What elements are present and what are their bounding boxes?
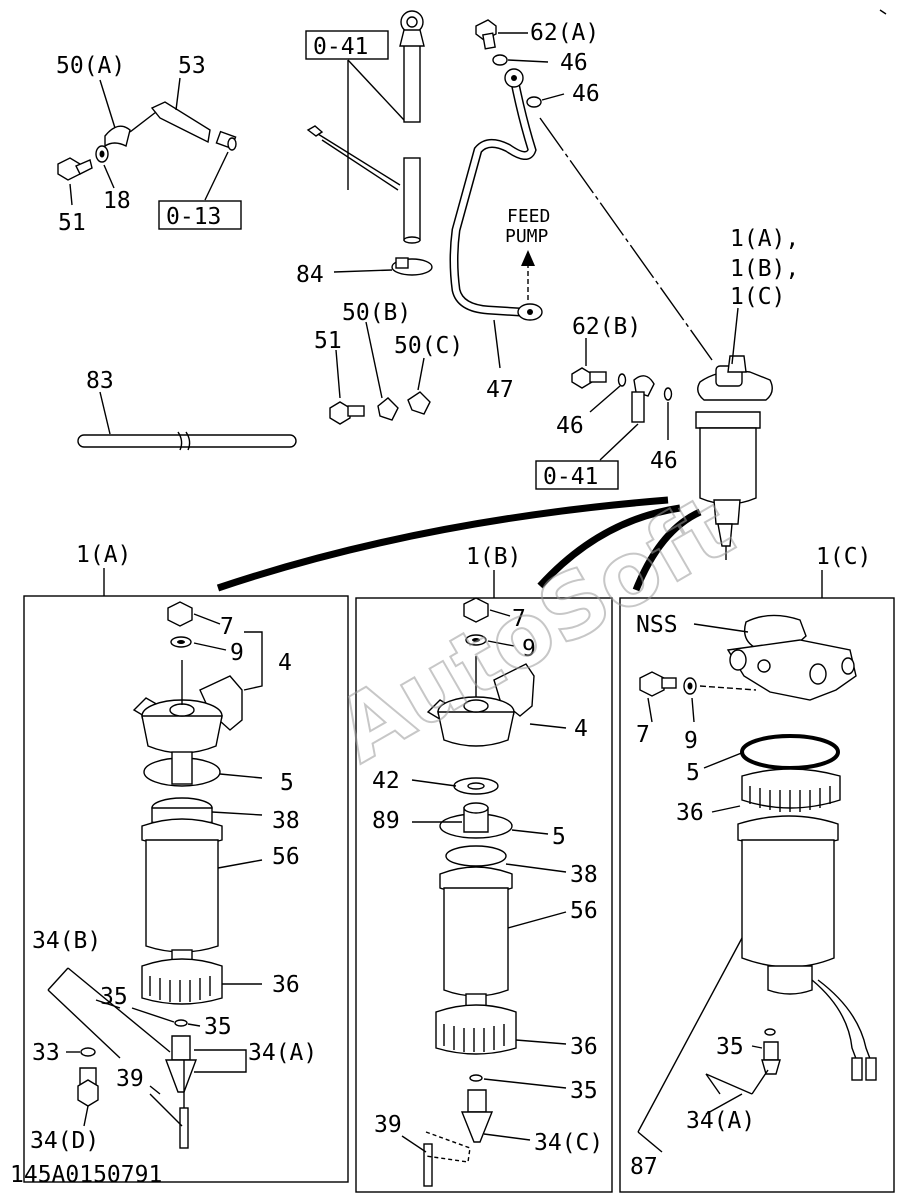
- panel-a-34d: 34(D): [30, 1128, 99, 1154]
- panel-c-35: 35: [716, 1034, 744, 1060]
- eye-bolt-62a: [475, 19, 542, 108]
- callout-47: 47: [486, 377, 514, 403]
- panel-a-leaders: [47, 613, 263, 1127]
- pipe-leaders: [493, 32, 713, 369]
- panel-a-36: 36: [272, 972, 300, 998]
- panel-c-title: 1(C): [816, 544, 871, 570]
- panel-c-leaders: [637, 623, 769, 1153]
- bracket-leaders: [69, 77, 229, 206]
- panel-a-4: 4: [278, 650, 292, 676]
- callout-46a: 46: [560, 50, 588, 76]
- panel-b-42: 42: [372, 768, 400, 794]
- ref-box-041-top: [305, 30, 389, 60]
- panel-a-56: 56: [272, 844, 300, 870]
- panel-a-5: 5: [280, 770, 294, 796]
- panel-b-9: 9: [522, 636, 536, 662]
- panel-a-7: 7: [220, 614, 234, 640]
- panel-a-38: 38: [272, 808, 300, 834]
- panel-a-35b: 35: [204, 1014, 232, 1040]
- callout-83: 83: [86, 368, 114, 394]
- callout-51b: 51: [314, 328, 342, 354]
- ref-041-top: 0-41: [313, 34, 368, 60]
- callout-62b: 62(B): [572, 314, 641, 340]
- bracket-assembly: [57, 101, 237, 181]
- panel-b-5: 5: [552, 824, 566, 850]
- panel-a-39: 39: [116, 1066, 144, 1092]
- panel-b: [355, 597, 613, 1193]
- panel-c: [619, 597, 895, 1193]
- panel-a-35a: 35: [100, 984, 128, 1010]
- ref-box-041-mid: [535, 460, 619, 490]
- hose-vertical: [399, 10, 425, 244]
- feed-label-2: PUMP: [505, 226, 549, 247]
- panel-b-7: 7: [512, 606, 526, 632]
- panel-b-leaders: [401, 609, 567, 1163]
- ref-box-013: [158, 200, 242, 230]
- fuel-filter-assembly: [695, 307, 773, 560]
- panel-b-38: 38: [570, 862, 598, 888]
- panel-link-curves: [216, 496, 702, 592]
- callout-1b: 1(B),: [730, 256, 799, 282]
- panel-c-5: 5: [686, 760, 700, 786]
- panel-a-title: 1(A): [76, 542, 131, 568]
- panel-b-title: 1(B): [466, 544, 521, 570]
- callout-62a: 62(A): [530, 20, 599, 46]
- callout-50a: 50(A): [56, 53, 125, 79]
- callout-46b: 46: [572, 81, 600, 107]
- callout-46d: 46: [650, 448, 678, 474]
- panel-c-parts: [639, 614, 877, 1081]
- panel-a-34b: 34(B): [32, 928, 101, 954]
- panel-c-7: 7: [636, 722, 650, 748]
- panel-b-34c: 34(C): [534, 1130, 603, 1156]
- corner-mark: [879, 9, 887, 15]
- hose-clamp-84: [333, 257, 433, 276]
- ref-041-leaders: [347, 59, 405, 190]
- callout-46c: 46: [556, 413, 584, 439]
- panel-a-34a: 34(A): [248, 1040, 317, 1066]
- callout-1a: 1(A),: [730, 226, 799, 252]
- callout-51: 51: [58, 210, 86, 236]
- panel-a-33: 33: [32, 1040, 60, 1066]
- ref-013: 0-13: [166, 204, 221, 230]
- panel-c-9: 9: [684, 728, 698, 754]
- bolt-62b-group: [571, 338, 673, 461]
- panel-a-parts: [77, 601, 243, 1149]
- diagram-code: 145A0150791: [10, 1162, 162, 1188]
- callout-53: 53: [178, 53, 206, 79]
- feed-pump-arrow: [521, 250, 535, 300]
- panel-a-9: 9: [230, 640, 244, 666]
- callout-18: 18: [103, 188, 131, 214]
- wire-harness: [306, 125, 401, 191]
- panel-c-36: 36: [676, 800, 704, 826]
- panel-c-nss: NSS: [636, 612, 678, 638]
- panel-c-34a: 34(A): [686, 1108, 755, 1134]
- panel-b-56: 56: [570, 898, 598, 924]
- panel-b-parts: [423, 597, 535, 1187]
- feed-label-1: FEED: [507, 206, 550, 227]
- callout-50b: 50(B): [342, 300, 411, 326]
- feed-pipe: [449, 68, 543, 321]
- panel-b-39: 39: [374, 1112, 402, 1138]
- callout-84: 84: [296, 262, 324, 288]
- panel-c-87: 87: [630, 1154, 658, 1180]
- panel-b-89: 89: [372, 808, 400, 834]
- clips-50bc: [329, 321, 431, 425]
- callout-1c: 1(C): [730, 284, 785, 310]
- panel-b-35: 35: [570, 1078, 598, 1104]
- panel-b-4: 4: [574, 716, 588, 742]
- ref-041-mid: 0-41: [543, 464, 598, 490]
- callout-50c: 50(C): [394, 333, 463, 359]
- tube-83: [77, 391, 297, 451]
- panel-a: [23, 595, 349, 1183]
- panel-b-36: 36: [570, 1034, 598, 1060]
